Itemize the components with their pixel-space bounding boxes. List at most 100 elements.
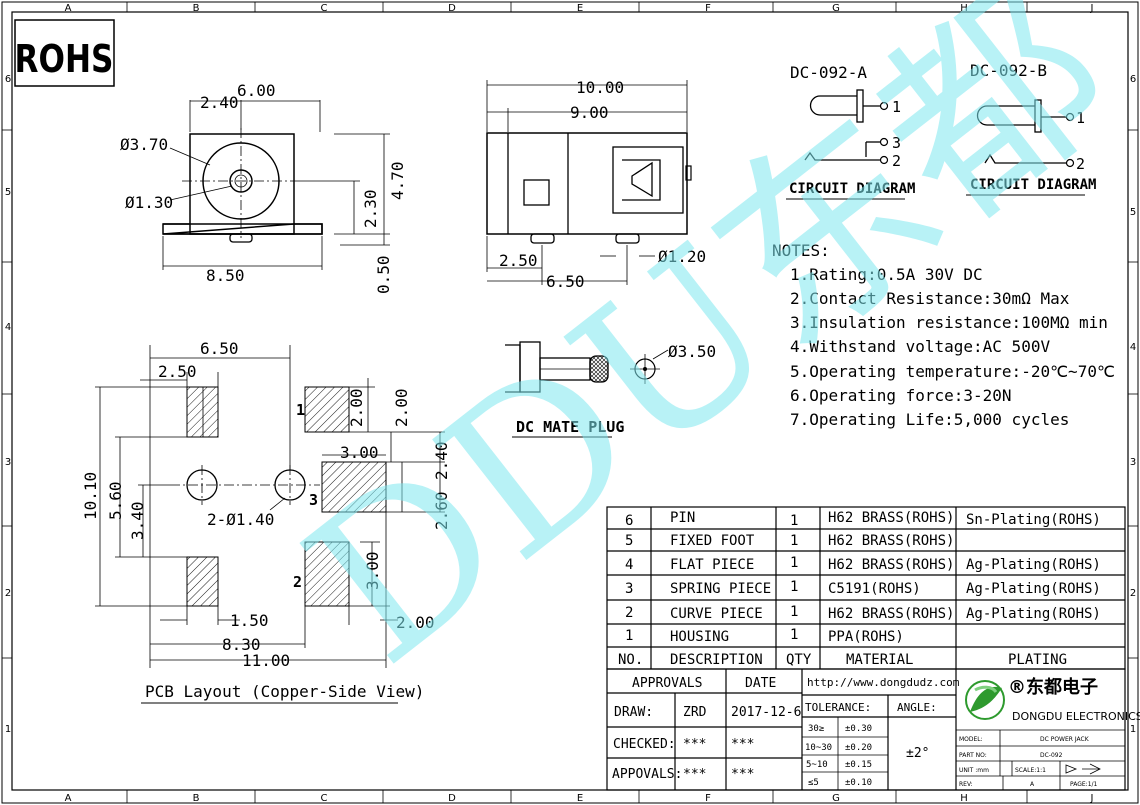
tb-appovals-label: APPOVALS: bbox=[612, 767, 682, 782]
pad-label-3: 3 bbox=[309, 491, 318, 509]
bom-row-1-no: 1 bbox=[625, 628, 633, 644]
tb-angle-value: ±2° bbox=[906, 746, 929, 761]
bom-row-5-no: 5 bbox=[625, 533, 633, 549]
pad-left-bottom bbox=[186, 556, 219, 607]
tb-scale: SCALE:1:1 bbox=[1015, 767, 1046, 774]
circuit-diagrams: DC-092-A DC-092-B 1 3 2 1 2 CIRCUIT DIAG… bbox=[786, 61, 1096, 200]
bom-row-3-no: 3 bbox=[625, 581, 633, 597]
circuit-a-pin-1: 1 bbox=[892, 98, 901, 116]
circuit-b-caption: CIRCUIT DIAGRAM bbox=[970, 177, 1096, 193]
row-label-3-right: 3 bbox=[1130, 457, 1136, 468]
bom-row-6-plating: Sn-Plating(ROHS) bbox=[966, 512, 1101, 528]
tb-checked-by: *** bbox=[683, 737, 706, 752]
tb-approvals: APPROVALS bbox=[632, 676, 702, 691]
bom-row-2-desc: CURVE PIECE bbox=[670, 606, 763, 622]
bom-header-no: NO. bbox=[618, 652, 643, 668]
circuit-a-pin-3: 3 bbox=[892, 134, 901, 152]
dim-pad3-width: 3.00 bbox=[340, 443, 379, 462]
tb-model-label: MODEL: bbox=[959, 736, 983, 743]
note-2: 2.Contact Resistance:30mΩ Max bbox=[790, 289, 1070, 308]
tb-angle: ANGLE: bbox=[897, 701, 937, 714]
dim-side-pin-dia: Ø1.20 bbox=[658, 247, 706, 266]
bom-row-3-material: C5191(ROHS) bbox=[828, 581, 921, 597]
note-3: 3.Insulation resistance:100MΩ min bbox=[790, 313, 1108, 332]
col-label-e: E bbox=[577, 3, 583, 14]
mate-plug-caption: DC MATE PLUG bbox=[516, 418, 624, 436]
tb-tol-value-2: ±0.20 bbox=[845, 743, 872, 753]
tb-url: http://www.dongdudz.com bbox=[807, 676, 960, 689]
row-label-4: 4 bbox=[5, 322, 11, 333]
bom-row-6-qty: 1 bbox=[790, 513, 798, 529]
col-label-g-bottom: G bbox=[832, 793, 840, 804]
tb-model-value: DC POWER JACK bbox=[1040, 736, 1090, 743]
row-label-1-right: 1 bbox=[1130, 724, 1136, 735]
col-label-b-bottom: B bbox=[193, 793, 200, 804]
note-6: 6.Operating force:3-20N bbox=[790, 386, 1012, 405]
col-label-h: H bbox=[960, 3, 968, 14]
bom-header-material: MATERIAL bbox=[846, 652, 913, 668]
note-4: 4.Withstand voltage:AC 500V bbox=[790, 337, 1050, 356]
col-label-e-bottom: E bbox=[577, 793, 583, 804]
row-label-3: 3 bbox=[5, 457, 11, 468]
dim-pcb-span: 8.30 bbox=[222, 635, 261, 654]
note-5: 5.Operating temperature:-20℃~70℃ bbox=[790, 362, 1115, 381]
dim-pin-diameter: Ø1.30 bbox=[125, 193, 173, 212]
pcb-layout: 6.50 2.50 2.00 2.00 3.00 2.40 2.60 10.10… bbox=[81, 339, 451, 704]
tb-tol-range-4: ≤5 bbox=[808, 778, 819, 788]
tb-appovals-date: *** bbox=[731, 767, 754, 782]
bom-row-2-qty: 1 bbox=[790, 604, 798, 620]
bom-row-4-material: H62 BRASS(ROHS) bbox=[828, 557, 954, 573]
dim-plug-diameter: Ø3.50 bbox=[668, 342, 716, 361]
dim-pad-width: 2.50 bbox=[158, 362, 197, 381]
col-label-d: D bbox=[448, 3, 456, 14]
tb-tol-value-3: ±0.15 bbox=[845, 760, 872, 770]
dim-standoff: 0.50 bbox=[374, 255, 393, 294]
col-label-h-bottom: H bbox=[960, 793, 968, 804]
projection-symbol-icon bbox=[1065, 763, 1101, 775]
col-label-b: B bbox=[193, 3, 200, 14]
rohs-label: ROHS bbox=[15, 38, 114, 82]
dim-pcb-top: 6.50 bbox=[200, 339, 239, 358]
row-label-5-right: 5 bbox=[1130, 207, 1136, 218]
dim-pcb-lower-height: 3.40 bbox=[128, 501, 147, 540]
pad-label-1: 1 bbox=[296, 401, 305, 419]
tb-company-cn: ®东都电子 bbox=[1008, 676, 1098, 698]
dim-total-height: 4.70 bbox=[388, 161, 407, 200]
pad-1 bbox=[304, 386, 350, 433]
circuit-a-pin-2: 2 bbox=[892, 152, 901, 170]
tb-tol-value-1: ±0.30 bbox=[845, 724, 872, 734]
dim-pad3-height: 2.60 bbox=[432, 491, 451, 530]
bom-row-3-qty: 1 bbox=[790, 579, 798, 595]
dim-pad3-top: 2.40 bbox=[432, 441, 451, 480]
dim-holes: 2-Ø1.40 bbox=[207, 510, 274, 529]
dim-pad1-gap: 2.00 bbox=[392, 388, 411, 427]
notes-title: NOTES: bbox=[772, 241, 830, 260]
tb-part-label: PART NO: bbox=[959, 752, 987, 759]
pad-3 bbox=[321, 461, 387, 513]
bom-row-5-qty: 1 bbox=[790, 533, 798, 549]
dim-center-height: 2.30 bbox=[361, 189, 380, 228]
dim-pad1-height: 2.00 bbox=[347, 388, 366, 427]
col-label-a-bottom: A bbox=[65, 793, 72, 804]
dim-base-width: 8.50 bbox=[206, 266, 245, 285]
tb-checked-label: CHECKED: bbox=[613, 737, 676, 752]
row-label-1: 1 bbox=[5, 724, 11, 735]
tb-tol-range-2: 10~30 bbox=[805, 743, 832, 753]
bom-header-plating: PLATING bbox=[1008, 652, 1067, 668]
bom-header-description: DESCRIPTION bbox=[670, 652, 763, 668]
dim-pad2-width: 2.00 bbox=[396, 613, 435, 632]
bom-row-5-material: H62 BRASS(ROHS) bbox=[828, 533, 954, 549]
bom-row-4-plating: Ag-Plating(ROHS) bbox=[966, 557, 1101, 573]
side-view: 10.00 9.00 2.50 Ø1.20 6.50 bbox=[486, 78, 706, 291]
note-7: 7.Operating Life:5,000 cycles bbox=[790, 410, 1069, 429]
tb-tolerance: TOLERANCE: bbox=[805, 701, 871, 714]
col-label-c-bottom: C bbox=[321, 793, 328, 804]
dongdu-logo bbox=[965, 680, 1005, 720]
tb-tol-value-4: ±0.10 bbox=[845, 778, 872, 788]
note-1: 1.Rating:0.5A 30V DC bbox=[790, 265, 983, 284]
bom-row-1-desc: HOUSING bbox=[670, 629, 729, 645]
tb-date-header: DATE bbox=[745, 676, 776, 691]
circuit-b-pin-2: 2 bbox=[1076, 155, 1085, 173]
